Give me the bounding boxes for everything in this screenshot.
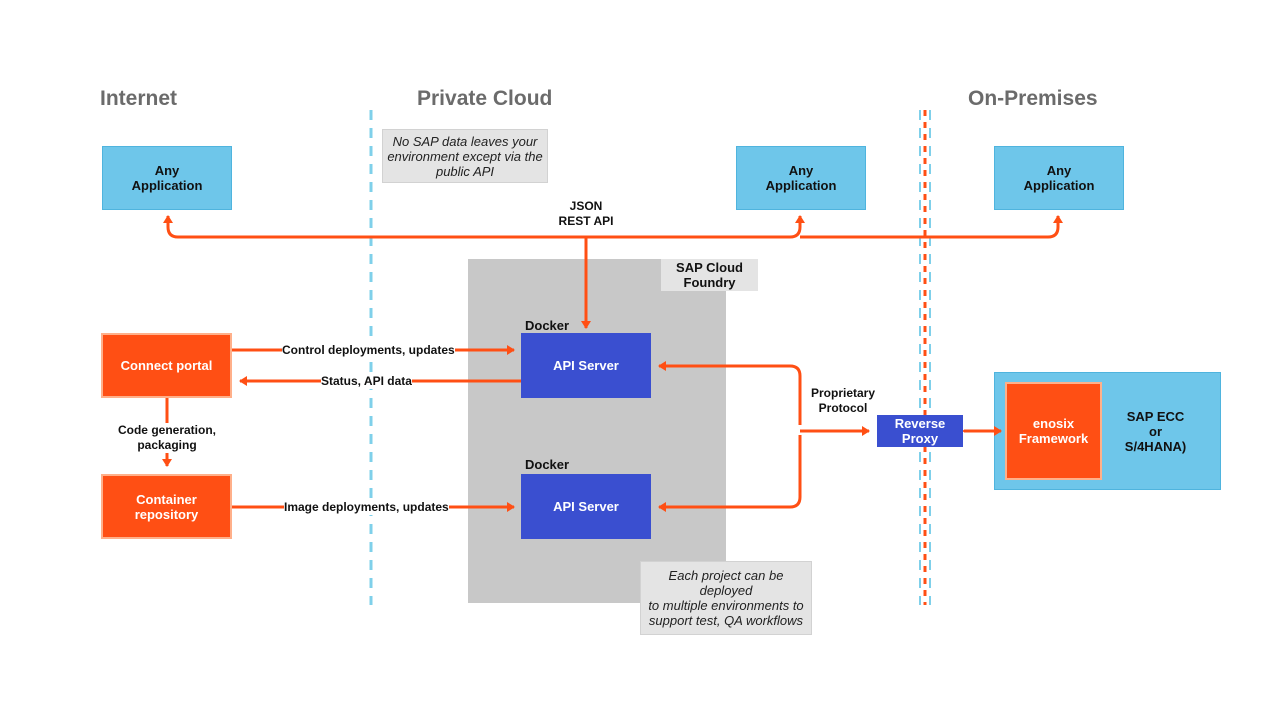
zone-title-internet: Internet xyxy=(100,87,178,110)
any-application-private-cloud: Any Application xyxy=(736,146,866,210)
note-project-environments: Each project can be deployed to multiple… xyxy=(640,561,812,635)
any-application-on-premises: Any Application xyxy=(994,146,1124,210)
api-server-2: API Server xyxy=(521,474,651,539)
zone-title-on-premises: On-Premises xyxy=(968,87,1098,110)
label-code-generation: Code generation, packaging xyxy=(112,423,222,453)
arrow-proxy-to-api-server-1 xyxy=(658,361,802,425)
any-application-internet: Any Application xyxy=(102,146,232,210)
arrow-api-to-internet-app xyxy=(163,215,586,239)
label-proprietary-protocol: Proprietary Protocol xyxy=(805,386,881,416)
note-private-cloud: No SAP data leaves your environment exce… xyxy=(382,129,548,183)
sap-cloud-foundry-label: SAP Cloud Foundry xyxy=(661,259,758,291)
zone-title-private-cloud: Private Cloud xyxy=(417,87,553,110)
label-status-api-data: Status, API data xyxy=(321,374,412,389)
docker-label-1: Docker xyxy=(525,318,570,333)
json-rest-api-label: JSON REST API xyxy=(550,199,622,229)
arrow-api-to-cloud-app xyxy=(586,215,805,239)
connect-portal: Connect portal xyxy=(101,333,232,398)
label-control-deployments: Control deployments, updates xyxy=(282,343,455,358)
enosix-framework: enosix Framework xyxy=(1005,382,1102,480)
arrow-api-to-onprem-app xyxy=(800,215,1063,239)
sap-ecc-label: SAP ECC or S/4HANA) xyxy=(1124,408,1187,454)
reverse-proxy: Reverse Proxy xyxy=(877,415,963,447)
label-image-deployments: Image deployments, updates xyxy=(284,500,449,515)
arrow-proxy-to-api-server-2 xyxy=(658,435,802,512)
docker-label-2: Docker xyxy=(525,457,570,472)
sap-cloud-foundry-panel xyxy=(468,259,726,603)
container-repository: Container repository xyxy=(101,474,232,539)
api-server-1: API Server xyxy=(521,333,651,398)
